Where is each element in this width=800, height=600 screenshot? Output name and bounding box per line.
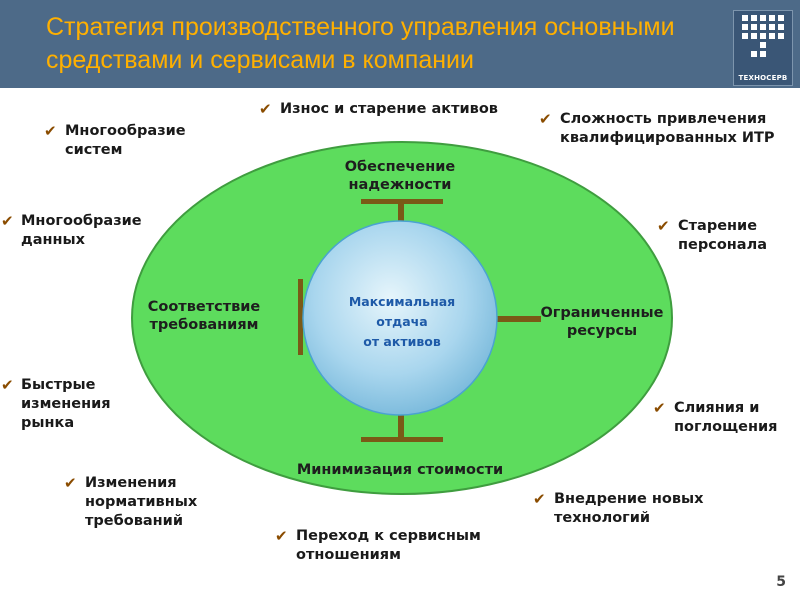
slide-title: Стратегия производственного управления о… [46, 13, 675, 74]
center-label: Максимальная отдача от активов [348, 294, 456, 349]
logo-grid-icon [742, 15, 784, 57]
checkmark-icon: ✔ [44, 122, 57, 140]
connector-right [497, 316, 541, 322]
note-wear: Износ и старение активов [280, 101, 498, 117]
checkmark-icon: ✔ [657, 217, 670, 235]
title-bar: Стратегия производственного управления о… [0, 0, 800, 88]
checkmark-icon: ✔ [653, 399, 666, 417]
center-circle [302, 220, 498, 416]
label-compliance: Соответствие требованиям [147, 299, 261, 333]
checkmark-icon: ✔ [259, 100, 272, 118]
page-number: 5 [776, 574, 786, 590]
note-market: Быстрые изменения рынка [21, 377, 111, 431]
note-service: Переход к сервисным отношениям [296, 528, 481, 563]
note-mergers: Слияния и поглощения [674, 400, 778, 435]
label-resources: Ограниченные ресурсы [540, 305, 664, 339]
checkmark-icon: ✔ [64, 474, 77, 492]
connector-top-stem [398, 199, 404, 237]
checkmark-icon: ✔ [533, 490, 546, 508]
connector-bottom [398, 400, 404, 440]
connector-bottom-bar [361, 437, 443, 442]
checkmark-icon: ✔ [1, 212, 14, 230]
label-cost-minimization: Минимизация стоимости [296, 462, 504, 478]
checkmark-icon: ✔ [539, 110, 552, 128]
checkmark-icon: ✔ [275, 527, 288, 545]
label-reliability: Обеспечение надежности [344, 159, 456, 193]
note-regulations: Изменения нормативных требований [85, 475, 198, 529]
note-aging: Старение персонала [678, 218, 767, 253]
company-logo: ТЕХНОСЕРВ [733, 10, 793, 86]
checkmark-icon: ✔ [1, 376, 14, 394]
note-technologies: Внедрение новых технологий [554, 491, 704, 526]
note-systems: Многообразие систем [65, 123, 186, 158]
note-skills: Сложность привлечения квалифицированных … [560, 111, 775, 146]
note-data: Многообразие данных [21, 213, 142, 248]
logo-text: ТЕХНОСЕРВ [738, 74, 788, 82]
